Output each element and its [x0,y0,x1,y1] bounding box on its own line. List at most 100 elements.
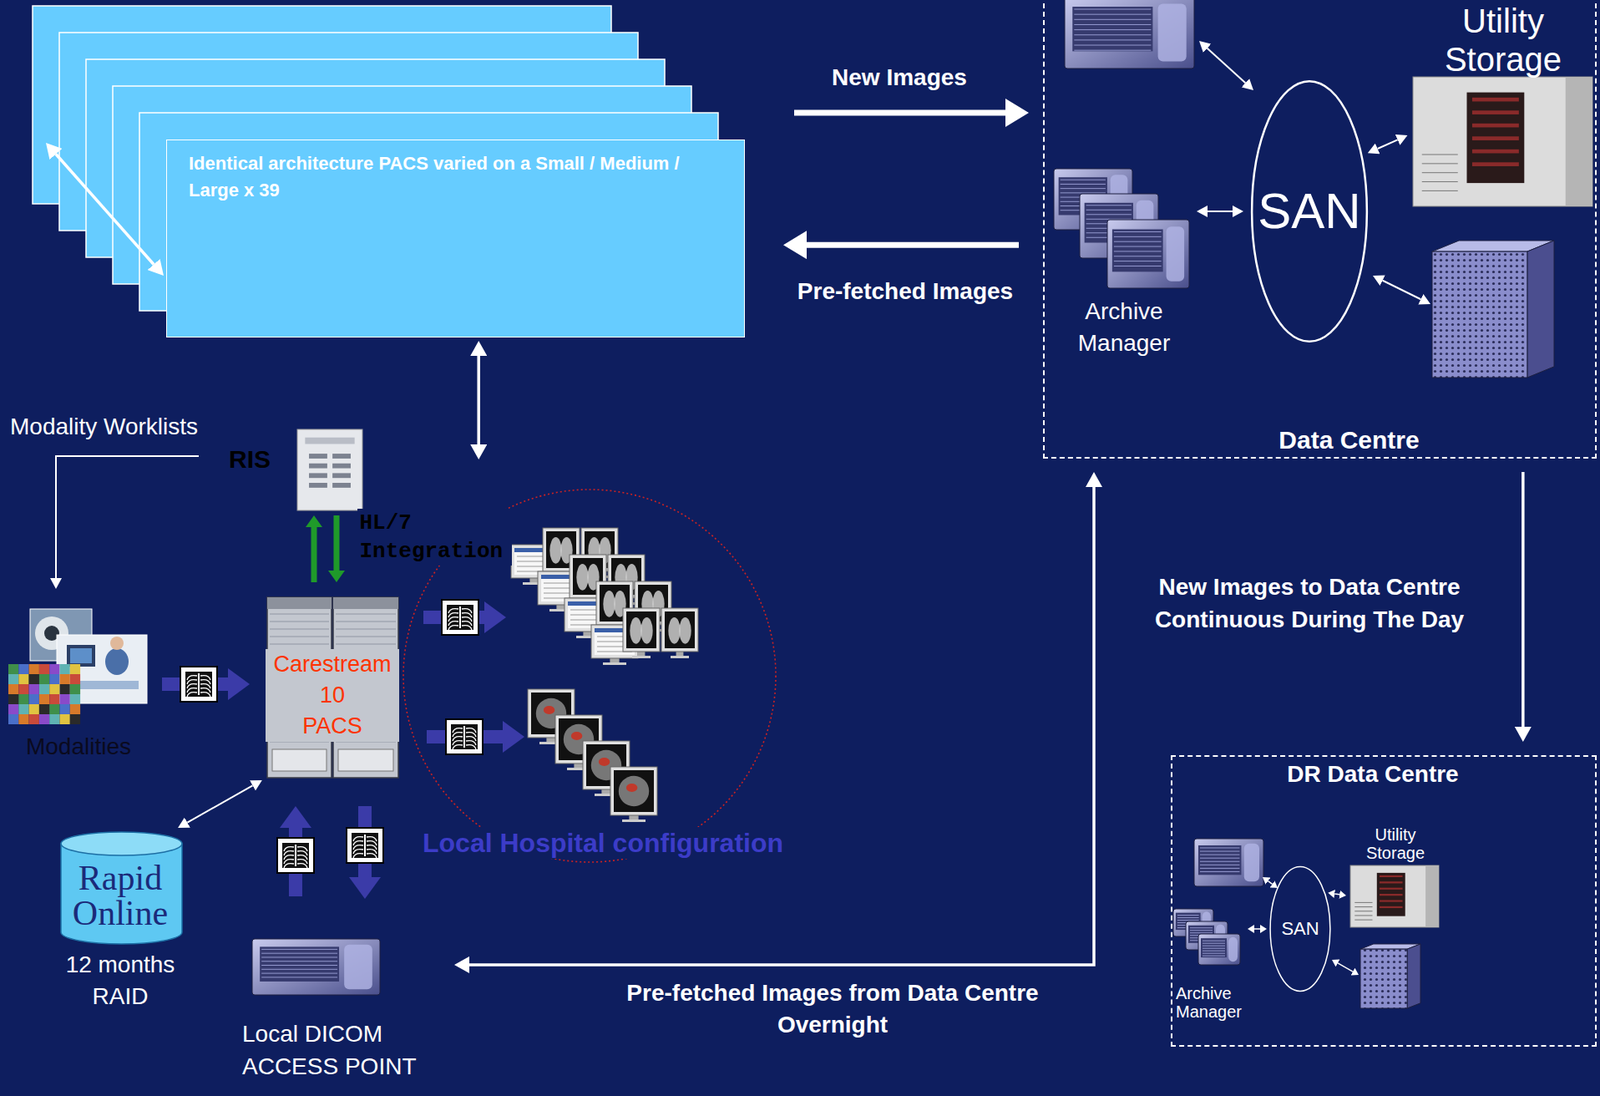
server-icon [1073,14,1151,16]
storage-cabinet-icon [1379,906,1403,908]
node-text: Local DICOM ACCESS POINT [242,1017,446,1083]
xray-film-icon [351,832,379,858]
storage-cabinet-icon [1472,162,1519,167]
rack-server-icon [335,621,396,623]
rack-server-icon [269,636,330,638]
server-icon [1200,867,1240,869]
server-icon [1200,846,1240,848]
modality-photos [8,683,19,694]
xray-film-icon [187,692,198,697]
modality-photos [18,693,29,704]
modality-photos [8,713,19,725]
storage-cabinet-icon [1379,899,1403,902]
modality-photos [70,683,81,694]
modality-photos [8,663,19,674]
modality-photos [8,608,147,725]
server-icon [1202,950,1226,952]
server-icon [1113,255,1162,257]
workstation-monitor [610,766,658,822]
workstation-monitor [602,590,615,618]
server-icon [1177,919,1200,921]
data-centre-region: Data CentreSANArchive ManagerUtility Sto… [1043,0,1597,459]
modality-photos [70,703,81,714]
modality-photos [18,673,29,684]
ris-server-icon [332,482,351,488]
workstation-monitor [622,819,646,822]
storage-cabinet-icon [1354,901,1373,903]
modality-photos [60,703,71,714]
modality-photos [49,683,60,694]
xray-film-icon [353,853,364,858]
workstation-monitor [661,607,699,652]
modality-photos [49,703,60,714]
server-icon [1073,39,1151,41]
rack-server-icon [335,643,396,645]
san-link-arrow [1267,881,1272,885]
server-icon [1113,260,1162,262]
modality-photos [49,713,60,725]
ris-server: RIS [223,427,366,512]
san-link-arrow [1207,48,1246,84]
storage-cabinet-icon [1422,154,1459,156]
workstation-monitor [670,655,689,659]
storage-cabinet-icon [1472,123,1519,128]
tower-server-icon [1432,240,1555,378]
server-icon [1060,183,1106,185]
ris-server-icon [308,463,328,469]
xray-film-icon [346,827,384,863]
server-icon [1073,24,1151,26]
rapid-online-storage: Rapid Online12 months RAID [50,830,191,1016]
node-text: DR Data Centre [1286,759,1459,789]
ris-server-icon [332,463,351,469]
server-icon [261,976,338,978]
server-icon [261,968,338,970]
workstation-monitor [678,617,691,644]
storage-cabinet-icon [1472,136,1519,141]
storage-cabinet-icon [1422,172,1459,173]
tower-server-icon [1407,943,1421,1008]
server-icon [1064,0,1195,69]
workstation-monitor [610,766,658,816]
rack-server-icon [267,597,332,609]
rack-server-icon [335,636,396,638]
modality-photos [18,683,29,694]
connector [333,515,340,571]
edge-label: Pre-fetched Images [779,277,1031,306]
server-icon [1166,226,1185,282]
server-icon [1200,854,1240,856]
carestream-pacs: Carestream 10 PACS [262,597,403,778]
xray-film-icon [180,666,218,702]
archive-manager: Archive Manager [1053,168,1195,365]
san-ellipse: SAN [1269,865,1332,993]
storage-cabinet-icon [1354,919,1373,921]
server-icon [1198,933,1241,965]
server-icon [1113,241,1162,243]
workstation-monitor [613,769,654,812]
modality-photos [29,663,40,674]
node-text: RIS [228,444,271,475]
xray-film-icon [463,725,466,748]
node-text: Data Centre [1278,425,1419,456]
storage-cabinet-icon [1377,872,1406,917]
xray-film-icon [282,842,309,868]
modality-photos [70,663,81,674]
server-icon [1202,940,1226,942]
modality-photos [60,673,71,684]
modality-photos [8,703,19,714]
modality-photos [70,713,81,725]
storage-cabinet-icon [1425,865,1439,927]
modality-photos [70,648,92,664]
workstation-monitor [549,536,562,564]
storage-cabinet-icon [1565,76,1593,207]
server-icon [1200,937,1227,957]
xray-film-icon [441,599,479,635]
xray-film-icon [446,604,474,630]
san-link-arrow [1382,280,1422,300]
utility-storage: Utility Storage [1411,1,1595,208]
server-icon [1202,947,1226,949]
workstation-monitor [618,775,649,806]
node-text: Carestream 10 PACS [265,648,400,742]
edge-label: HL/7 Integration [357,508,512,566]
modality-photos [110,636,124,650]
modality-photos [39,683,50,694]
